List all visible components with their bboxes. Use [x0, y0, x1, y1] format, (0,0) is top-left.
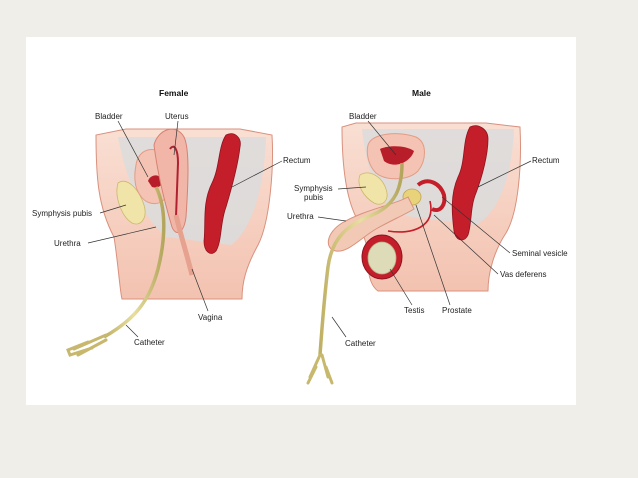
- male-leader-prostate: [415, 204, 451, 306]
- male-penis: [327, 196, 415, 252]
- female-rectum: [203, 133, 241, 254]
- male-leader-symphysis-pubis: [337, 186, 367, 190]
- female-label-symphysis-pubis: Symphysis pubis: [32, 209, 92, 218]
- female-diagram: Female Bladder Uterus Rectum Symphysis p…: [32, 88, 311, 357]
- female-leader-vagina: [191, 268, 209, 312]
- female-label-uterus: Uterus: [165, 112, 189, 121]
- male-label-pubis: pubis: [304, 193, 323, 202]
- female-leader-symphysis-pubis: [99, 204, 127, 214]
- female-label-rectum: Rectum: [283, 156, 311, 165]
- female-leader-bladder: [117, 120, 149, 178]
- female-title: Female: [159, 88, 189, 98]
- male-leader-catheter: [331, 316, 347, 338]
- female-vagina: [173, 214, 195, 276]
- male-label-prostate: Prostate: [442, 306, 472, 315]
- male-leader-testis: [389, 268, 413, 306]
- male-leader-vas-deferens: [433, 214, 499, 275]
- male-vas-deferens: [387, 200, 432, 233]
- male-label-seminal-vesicle: Seminal vesicle: [512, 249, 568, 258]
- female-symphysis-pubis: [116, 180, 146, 225]
- female-leader-urethra: [87, 226, 157, 244]
- male-label-urethra: Urethra: [287, 212, 314, 221]
- male-label-testis: Testis: [404, 306, 424, 315]
- male-diagram: Male Bladder Rectum Symphysis pubis: [287, 88, 568, 385]
- female-label-bladder: Bladder: [95, 112, 123, 121]
- male-label-bladder: Bladder: [349, 112, 377, 121]
- catheter-anatomy-diagram: Female Bladder Uterus Rectum Symphysis p…: [32, 88, 568, 385]
- male-leader-bladder: [367, 120, 397, 156]
- male-title: Male: [412, 88, 431, 98]
- female-leader-uterus: [173, 120, 179, 156]
- female-catheter-connector: [66, 333, 108, 357]
- male-label-rectum: Rectum: [532, 156, 560, 165]
- female-catheter-tube: [103, 186, 166, 339]
- male-leader-urethra: [317, 216, 347, 222]
- female-label-urethra: Urethra: [54, 239, 81, 248]
- female-leader-catheter: [125, 324, 139, 338]
- female-label-catheter: Catheter: [134, 338, 165, 347]
- male-catheter-connector: [306, 353, 334, 385]
- male-label-symphysis: Symphysis: [294, 184, 333, 193]
- female-leader-rectum: [231, 160, 283, 188]
- male-leader-seminal-vesicle: [441, 196, 511, 254]
- female-uterus: [153, 128, 189, 233]
- male-label-catheter: Catheter: [345, 339, 376, 348]
- male-seminal-vesicle: [416, 179, 447, 212]
- female-label-vagina: Vagina: [198, 313, 223, 322]
- male-leader-rectum: [477, 160, 532, 188]
- male-catheter-tube: [318, 162, 404, 356]
- male-bladder-interior: [380, 146, 414, 165]
- male-label-vas-deferens: Vas deferens: [500, 270, 547, 279]
- male-rectum: [451, 125, 489, 241]
- female-uterine-cavity: [169, 145, 180, 218]
- male-testis: [367, 241, 397, 275]
- slide-panel: Female Bladder Uterus Rectum Symphysis p…: [26, 37, 576, 405]
- female-bladder-interior: [148, 175, 163, 188]
- male-symphysis-pubis: [358, 172, 388, 205]
